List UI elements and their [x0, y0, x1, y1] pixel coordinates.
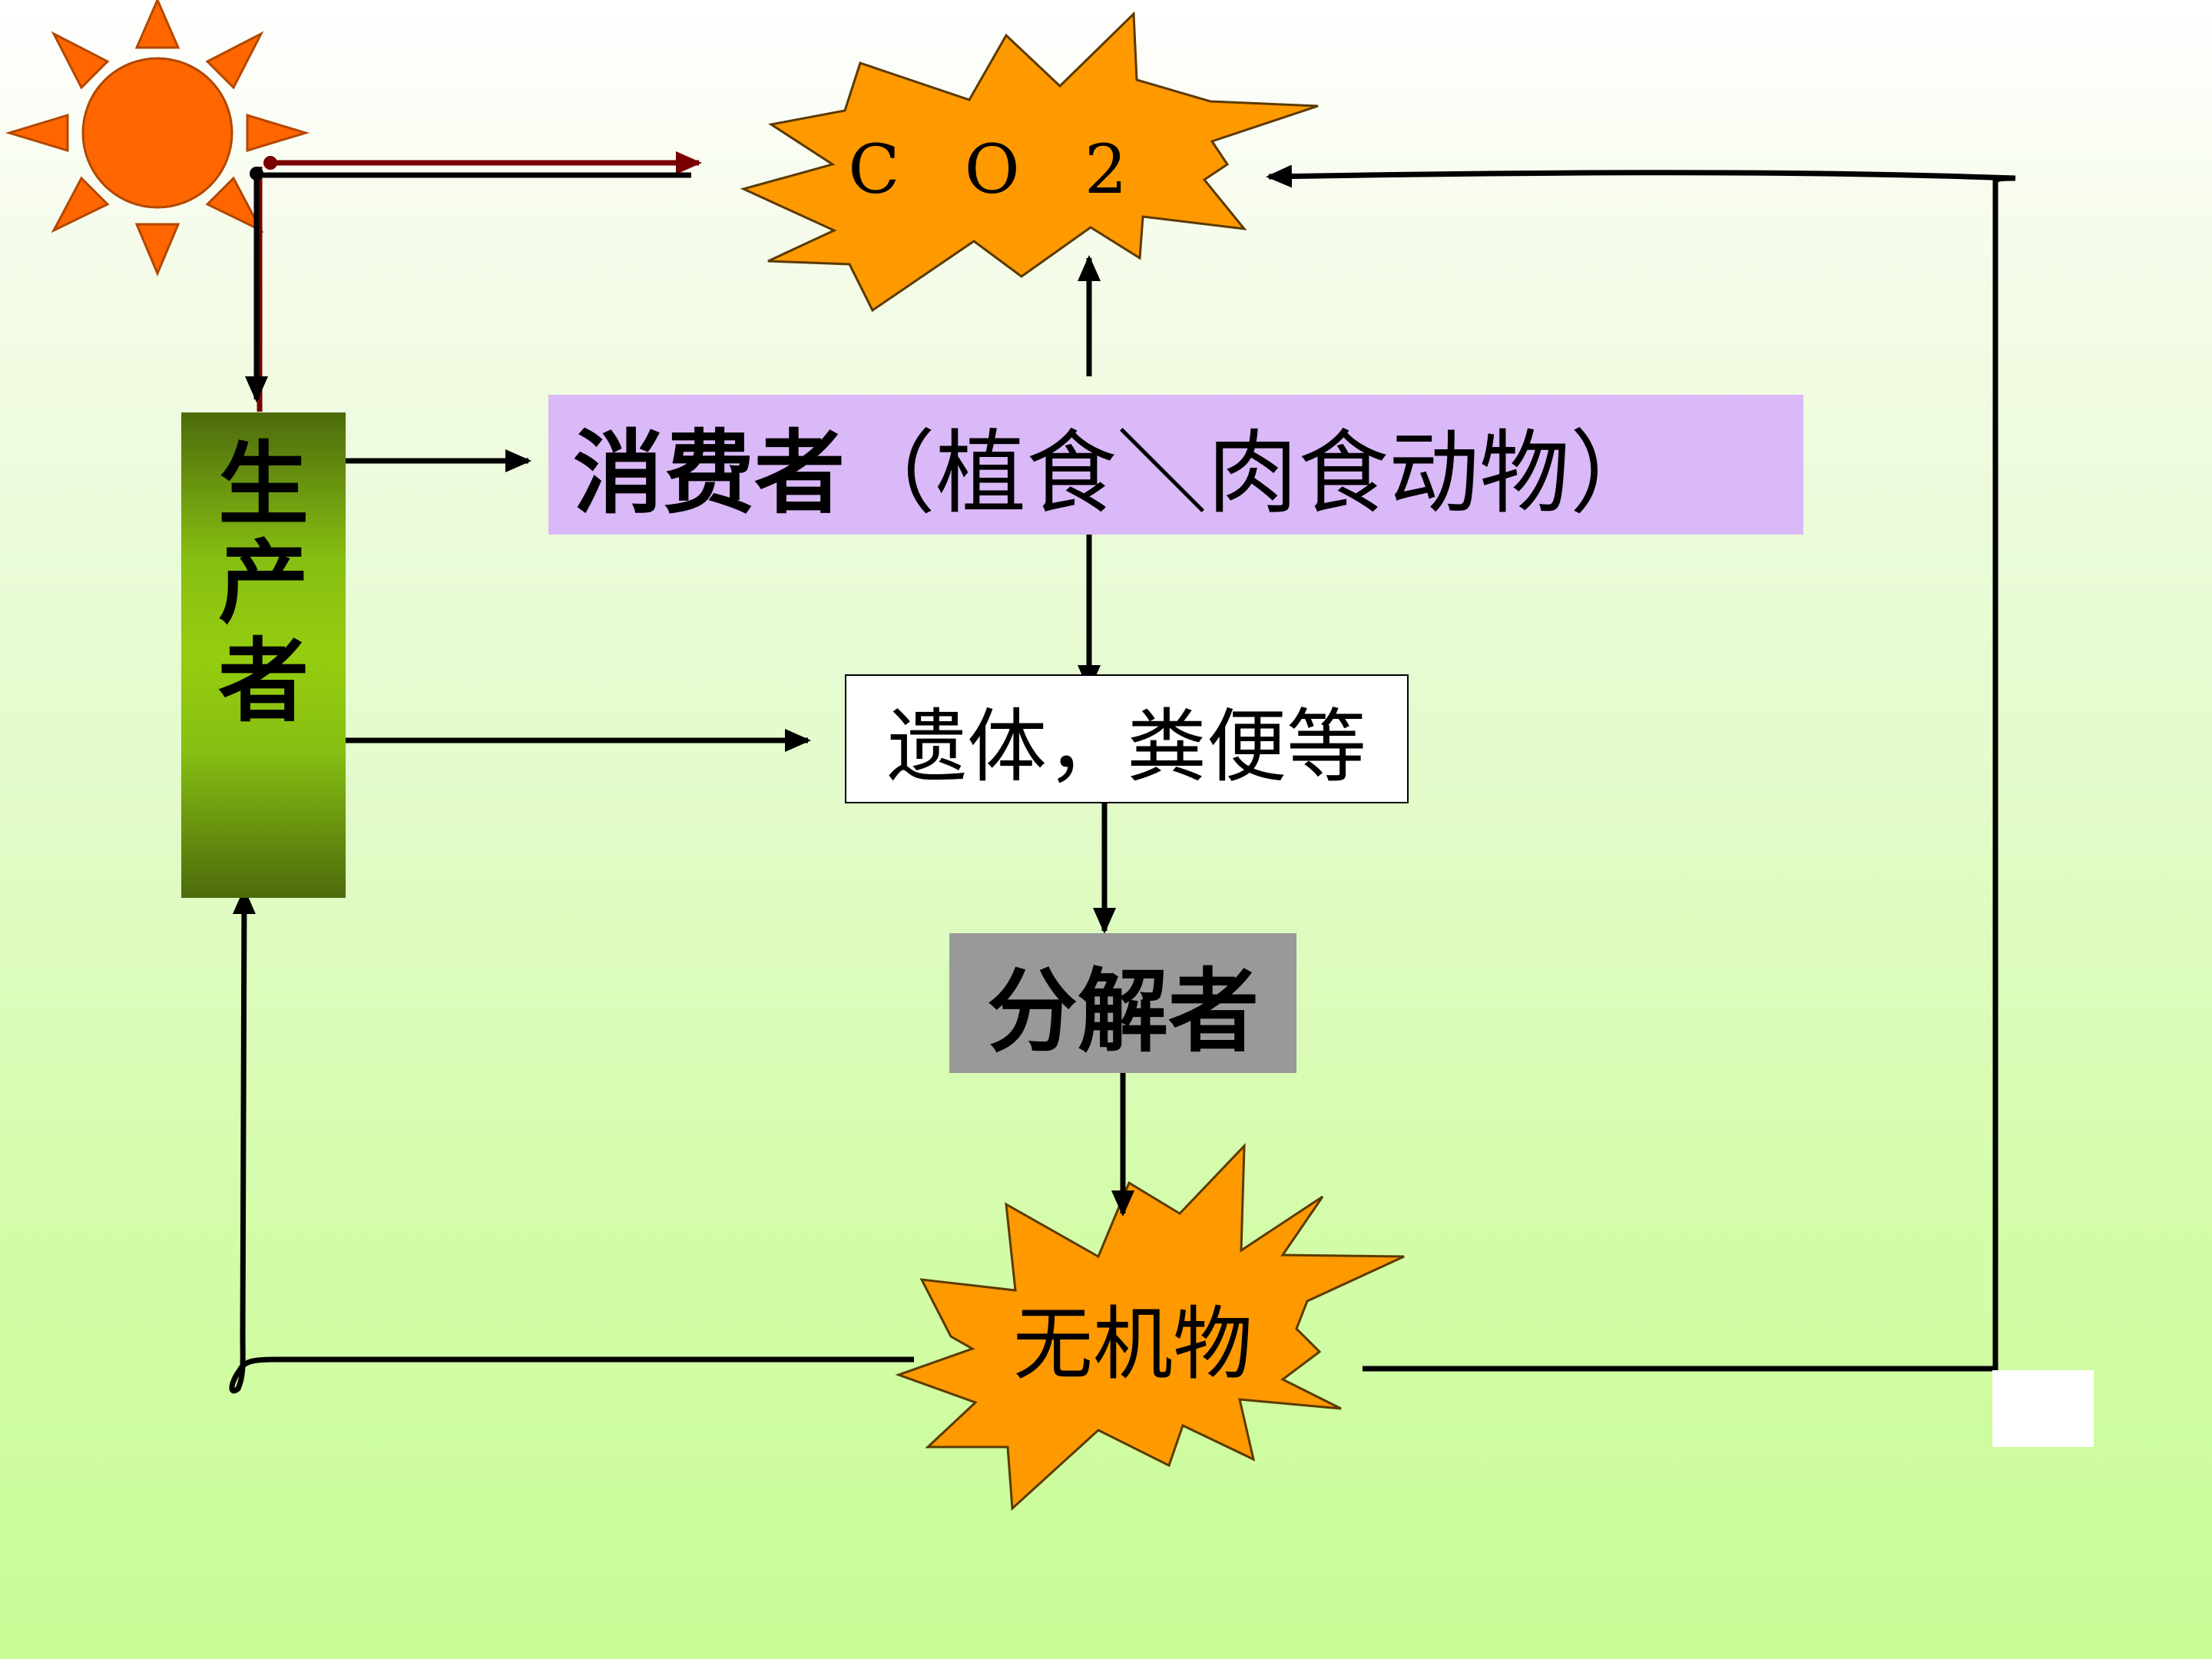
- inorganic-label: 无机物: [1012, 1296, 1253, 1391]
- remains-box: 遗体，粪便等: [845, 674, 1409, 803]
- inorganic-to-producer-arrow: [229, 888, 914, 1394]
- co2-label: C O 2: [848, 129, 1149, 209]
- white-corner-square: [1992, 1370, 2094, 1447]
- inorganic-burst: [895, 1143, 1405, 1512]
- producer-char: 产: [217, 529, 309, 636]
- consumer-subtitle: （植食＼肉食动物）: [845, 419, 1661, 526]
- producer-box: 生 产 者: [181, 412, 346, 898]
- decomposer-box: 分解者: [949, 933, 1296, 1073]
- energy-arrow-to-co2: [257, 160, 699, 412]
- consumer-box: 消费者（植食＼肉食动物）: [548, 395, 1803, 535]
- producer-char: 生: [217, 431, 309, 538]
- co2-burst: [740, 11, 1319, 313]
- inorganic-to-co2-arrow: [1266, 164, 2016, 1372]
- producer-char: 者: [217, 628, 309, 734]
- consumer-title: 消费者: [573, 419, 846, 526]
- sun-icon: [5, 0, 310, 276]
